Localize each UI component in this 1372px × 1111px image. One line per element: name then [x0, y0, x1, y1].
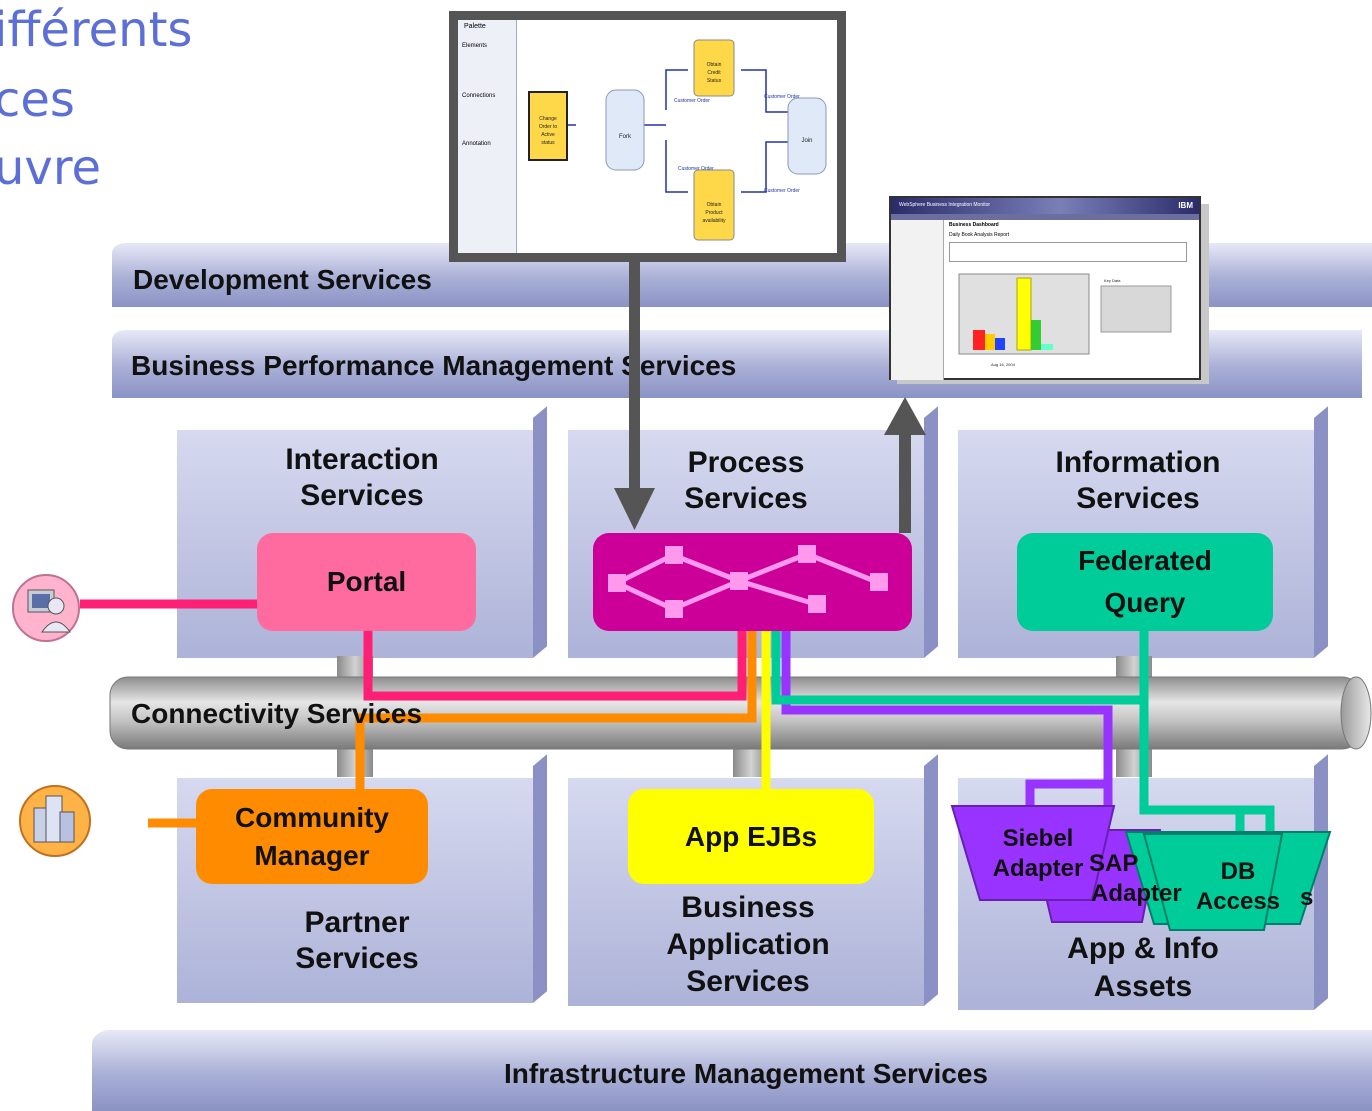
svg-text:Customer Order: Customer Order [764, 94, 800, 100]
information-services-label: Information Services [1055, 446, 1221, 515]
node-join [787, 97, 827, 175]
svg-text:Obtain: Obtain [707, 202, 722, 208]
dashboard-header: WebSphere Business Integration Monitor I… [891, 198, 1199, 214]
editor-palette: Palette Elements Connections Annotation [458, 20, 517, 253]
title-line-3: uvre [0, 140, 102, 196]
dashboard-screenshot: WebSphere Business Integration Monitor I… [889, 196, 1201, 380]
chart-bar [985, 334, 995, 350]
node-change-order [528, 91, 568, 161]
development-services-label: Development Services [133, 264, 432, 295]
enterprise-icon [19, 785, 91, 857]
dashboard-bar-chart: Key Data Aug 16, 2004 [958, 273, 1172, 367]
dashboard-nav [891, 220, 944, 380]
infrastructure-services-band [92, 1030, 1372, 1111]
siebel-adapter-shape [950, 805, 1116, 901]
palette-section-annotation: Annotation [462, 141, 491, 147]
svg-text:Obtain: Obtain [707, 62, 722, 68]
connector-stub [337, 745, 373, 777]
chart-bar [1016, 277, 1032, 351]
federated-wire [771, 628, 1275, 832]
federated-query-component[interactable]: Federated Query [1017, 533, 1273, 631]
svg-text:Active: Active [541, 132, 555, 138]
title-line-1: ifférents [0, 2, 193, 58]
title-line-2: ces [0, 72, 75, 128]
db-access-label: DB Access [1195, 858, 1281, 915]
business-application-services-label: Business Application Services [666, 891, 830, 998]
chart-date-label: Aug 16, 2004 [991, 362, 1016, 367]
process-flow-icon [608, 545, 888, 618]
chart-bar [995, 338, 1005, 350]
up-arrow-icon [884, 397, 926, 533]
dashboard-brand: WebSphere Business Integration Monitor [899, 202, 991, 208]
tube-end-cap [1340, 676, 1372, 750]
svg-text:availability: availability [702, 218, 726, 224]
partner-services-label: Partner Services [295, 906, 419, 975]
down-arrow-icon [614, 260, 655, 530]
node-availability [693, 169, 735, 241]
user-icon [12, 574, 80, 642]
svg-text:status: status [541, 140, 555, 146]
partial-access-label: s [1300, 884, 1314, 911]
legend-title: Key Data [1104, 278, 1121, 283]
connectivity-services-label: Connectivity Services [131, 698, 423, 729]
portal-wire [80, 599, 747, 701]
svg-text:Order to: Order to [539, 124, 558, 130]
svg-text:Join: Join [801, 138, 812, 144]
community-manager-component[interactable]: Community Manager [196, 789, 428, 884]
infrastructure-services-label: Infrastructure Management Services [504, 1058, 988, 1089]
sap-adapter-label: SAP Adapter [1089, 850, 1182, 907]
process-editor-screenshot: Palette Elements Connections Annotation … [449, 11, 846, 262]
editor-canvas: Change Order to Active status Fork Obtai… [528, 39, 827, 241]
svg-text:Credit: Credit [707, 70, 721, 76]
siebel-adapter-label: Siebel Adapter [992, 825, 1084, 882]
palette-section-elements: Elements [462, 43, 488, 49]
chart-bar [1041, 344, 1053, 350]
node-fork [605, 89, 645, 171]
db-access-shape [1142, 833, 1284, 931]
app-ejbs-component[interactable]: App EJBs [628, 789, 874, 884]
svg-text:Status: Status [707, 78, 722, 84]
svg-text:Product: Product [705, 210, 723, 216]
palette-title: Palette [464, 23, 486, 30]
palette-section-connections: Connections [462, 93, 496, 99]
interaction-services-label: Interaction Services [285, 443, 439, 512]
dashboard-heading: Business Dashboard [949, 222, 999, 228]
adapters-group [950, 805, 1332, 931]
portal-component[interactable]: Portal [257, 533, 476, 631]
app-info-assets-label: App & Info Assets [1067, 932, 1219, 1003]
dashboard-report-title: Daily Book Analysis Report [949, 232, 1010, 238]
svg-text:Customer Order: Customer Order [674, 98, 710, 104]
svg-text:Customer Order: Customer Order [764, 188, 800, 194]
chart-bar [1031, 320, 1041, 350]
svg-text:Fork: Fork [619, 134, 632, 140]
chart-bar [973, 330, 985, 350]
svg-text:Customer Order: Customer Order [678, 166, 714, 172]
node-credit [693, 39, 735, 97]
siebel-wire [781, 628, 1113, 808]
process-services-label: Process Services [684, 446, 808, 515]
community-wire [148, 628, 757, 828]
svg-text:Change: Change [539, 116, 557, 122]
process-flow-component[interactable] [593, 533, 912, 631]
ibm-logo: IBM [1178, 201, 1193, 210]
